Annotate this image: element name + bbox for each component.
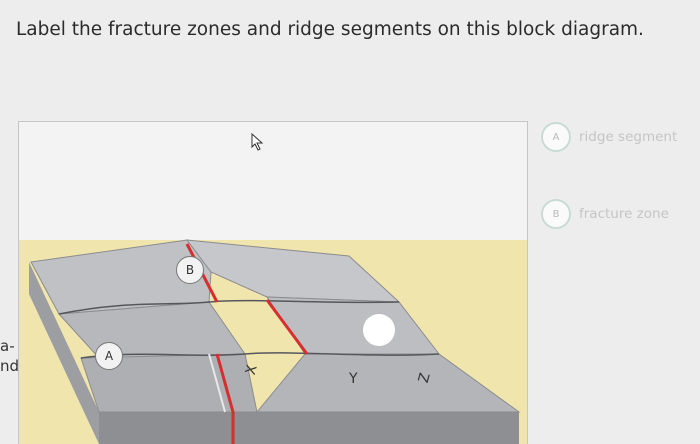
option-a-circle[interactable]: A bbox=[541, 122, 571, 152]
option-fracture-zone[interactable]: B fracture zone bbox=[541, 199, 669, 229]
fracture-line-lower bbox=[80, 352, 440, 359]
left-cut-text-line1: a- bbox=[0, 337, 15, 355]
fracture-line-upper bbox=[58, 299, 400, 315]
ridge-highlight-bottom bbox=[208, 353, 226, 413]
block-diagram bbox=[18, 121, 528, 444]
ridge-segment-bottom bbox=[215, 353, 235, 444]
white-marker-dot bbox=[363, 314, 395, 346]
option-b-label: fracture zone bbox=[579, 206, 669, 222]
diagram-label-b: B bbox=[176, 256, 204, 284]
ridge-segment-middle bbox=[265, 299, 309, 355]
question-title: Label the fracture zones and ridge segme… bbox=[16, 19, 644, 40]
option-b-circle[interactable]: B bbox=[541, 199, 571, 229]
diagram-label-a: A bbox=[95, 342, 123, 370]
block-front-face bbox=[99, 412, 519, 444]
left-cut-text-line2: nd bbox=[0, 357, 20, 375]
option-ridge-segment[interactable]: A ridge segment bbox=[541, 122, 677, 152]
diagram-label-y: Y bbox=[349, 371, 358, 387]
mouse-cursor-icon bbox=[251, 133, 264, 151]
option-a-label: ridge segment bbox=[579, 129, 678, 145]
block-left-face bbox=[29, 262, 99, 444]
slab-lower-right bbox=[255, 353, 521, 413]
